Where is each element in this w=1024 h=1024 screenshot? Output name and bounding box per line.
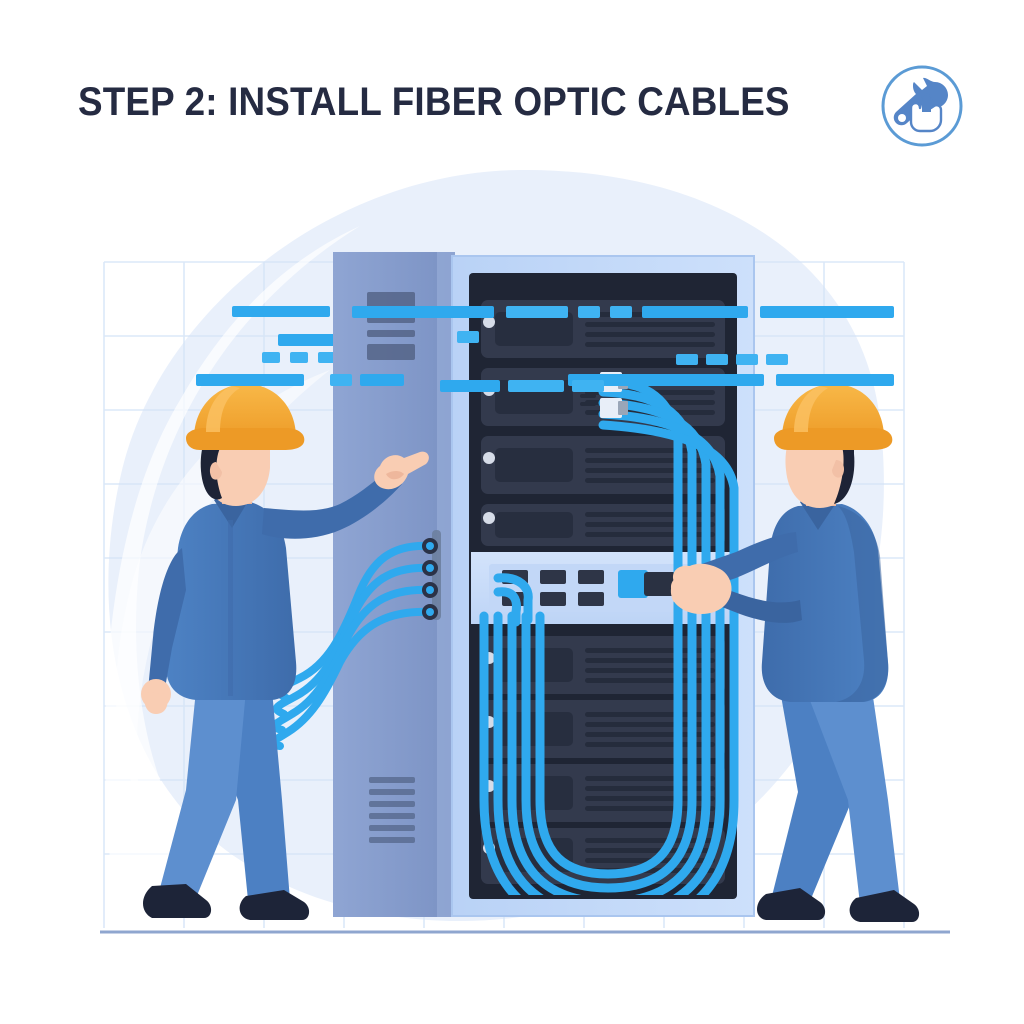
worker-left-shoe-front xyxy=(143,884,212,918)
worker-left-ear xyxy=(209,462,222,480)
worker-right-shoe-front xyxy=(849,890,920,922)
worker-left-shoe-back xyxy=(239,890,310,920)
patch-active-port xyxy=(618,570,648,598)
worker-right-leg-front xyxy=(806,690,900,904)
worker-left-arm-pointing xyxy=(262,470,402,539)
worker-right-shoe-back xyxy=(757,888,826,920)
hand-icon xyxy=(909,93,943,133)
fiber-cable-bundle-top xyxy=(479,376,739,895)
worker-left-leg-front xyxy=(160,690,246,898)
patch-panel-cable-entry xyxy=(493,573,533,627)
side-panel-ports xyxy=(422,538,438,620)
wrench-hand-badge[interactable] xyxy=(878,62,966,150)
worker-left-placket xyxy=(228,520,233,696)
worker-right-helmet xyxy=(774,384,893,450)
worker-right-jacket-shade xyxy=(836,506,889,702)
worker-left-arm-near xyxy=(147,548,186,700)
worker-left-hand-pointing xyxy=(374,451,429,490)
worker-right-ear xyxy=(832,460,844,478)
worker-left xyxy=(141,384,429,920)
worker-right-hand xyxy=(670,563,732,615)
side-panel-vents-bottom xyxy=(369,777,415,843)
worker-right xyxy=(670,384,920,922)
worker-left-helmet xyxy=(186,384,305,450)
data-stream-lines-front xyxy=(196,306,894,392)
rack-side-panel xyxy=(333,252,455,917)
